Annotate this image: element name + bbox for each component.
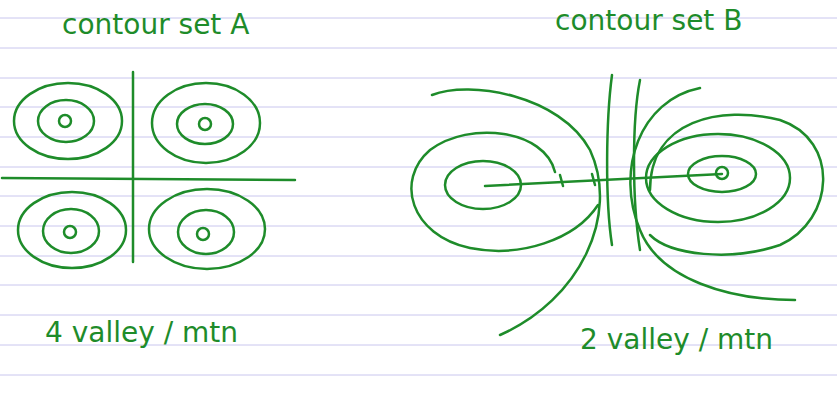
count-note: 2 valley / mtn <box>580 325 773 356</box>
heading-note: contour set B <box>555 6 742 37</box>
contour-set-a <box>2 72 295 269</box>
contour-set-b <box>411 75 823 335</box>
count-note: 4 valley / mtn <box>45 318 238 349</box>
ruled-lines <box>0 18 837 375</box>
heading-note: contour set A <box>62 10 249 41</box>
